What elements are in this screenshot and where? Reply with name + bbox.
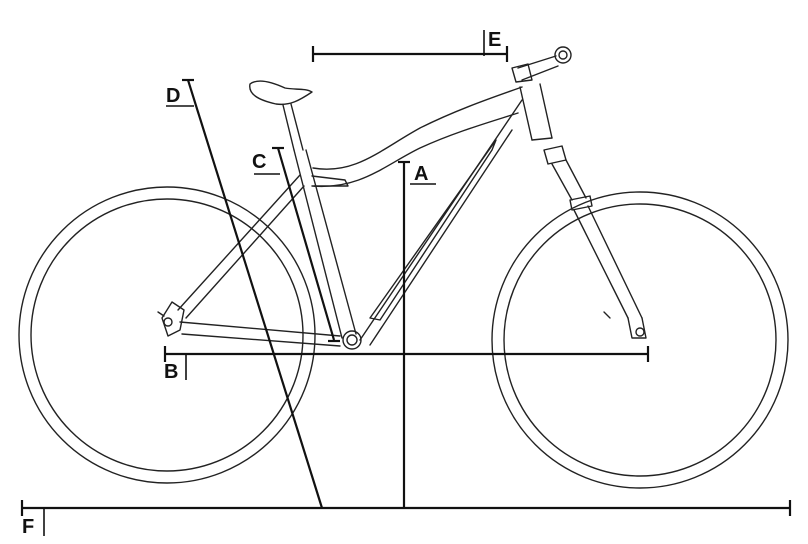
dimension-b: B xyxy=(163,346,650,383)
label-d: D xyxy=(166,85,180,107)
dimension-c: C xyxy=(252,146,340,343)
dimension-a: A xyxy=(398,160,436,508)
dimension-e: E xyxy=(311,29,509,62)
label-e: E xyxy=(488,29,501,51)
rear-wheel xyxy=(18,186,316,484)
bike-frame xyxy=(157,46,647,350)
dimension-f: F xyxy=(20,500,792,538)
label-f: F xyxy=(22,516,34,538)
front-wheel xyxy=(491,191,789,489)
label-b: B xyxy=(164,361,178,383)
label-c: C xyxy=(252,151,266,173)
label-a: A xyxy=(414,163,428,185)
dimension-d: D xyxy=(166,78,324,509)
